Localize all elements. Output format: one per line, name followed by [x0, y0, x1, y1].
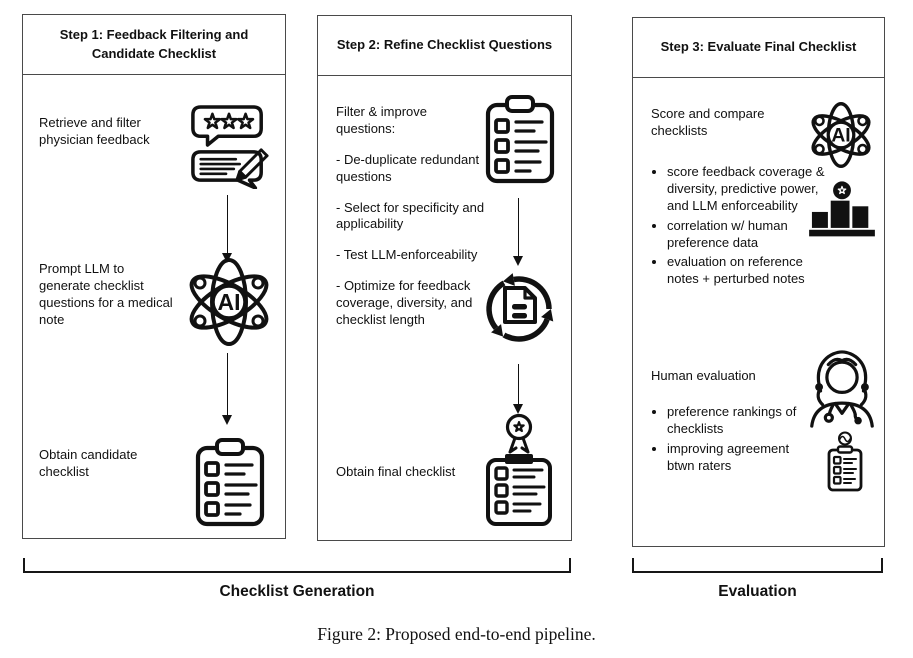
bullet-item: evaluation on reference notes + perturbe…: [667, 254, 825, 288]
score-ai-icon: AI: [809, 100, 873, 170]
step2-intro: Filter & improve questions:: [336, 104, 428, 136]
bullet-item: correlation w/ human preference data: [667, 218, 825, 252]
generation-brace: [23, 558, 571, 573]
flow-arrow: [221, 353, 232, 425]
step2-box: Step 2: Refine Checklist Questions Filte…: [317, 15, 572, 541]
step1-item2-text: Prompt LLM to generate checklist questio…: [39, 261, 173, 327]
step3-human-bullets: preference rankings of checklists improv…: [651, 404, 817, 478]
ai-llm-icon: AI: [186, 255, 272, 349]
bullet-item: score feedback coverage & diversity, pre…: [667, 164, 825, 215]
flow-arrow: [512, 364, 523, 414]
step2-bullet: - Select for specificity and applicabili…: [336, 199, 485, 232]
physician-feedback-icon: [189, 103, 269, 189]
step3-auto-heading: Score and compare checklists: [651, 106, 765, 138]
final-checklist-award-icon: [480, 410, 558, 530]
flow-arrow: [221, 195, 232, 263]
physician-icon: [803, 348, 881, 428]
bullet-item: preference rankings of checklists: [667, 404, 817, 438]
evaluation-brace: [632, 558, 883, 573]
step2-title: Step 2: Refine Checklist Questions: [318, 16, 571, 76]
step2-bullet: - Test LLM-enforceability: [336, 247, 478, 263]
step2-outcome-text: Obtain final checklist: [336, 464, 456, 479]
candidate-checklist-icon: [193, 435, 267, 527]
questions-checklist-icon: [483, 92, 557, 184]
svg-text:AI: AI: [218, 289, 241, 315]
ranking-bars-icon: [809, 180, 875, 242]
flow-arrow: [512, 198, 523, 266]
evaluation-group-label: Evaluation: [718, 583, 797, 600]
svg-text:AI: AI: [831, 125, 850, 147]
bullet-item: improving agreement btwn raters: [667, 441, 817, 475]
step1-title: Step 1: Feedback Filtering and Candidate…: [23, 15, 285, 75]
figure-caption: Figure 2: Proposed end-to-end pipeline.: [317, 624, 596, 644]
step3-auto-bullets: score feedback coverage & diversity, pre…: [651, 164, 825, 291]
rater-checklist-icon: [823, 430, 867, 494]
step1-box: Step 1: Feedback Filtering and Candidate…: [22, 14, 286, 539]
step1-item3-text: Obtain candidate checklist: [39, 447, 138, 479]
generation-group-label: Checklist Generation: [219, 583, 375, 600]
step2-text-block: Filter & improve questions: - De-duplica…: [336, 104, 488, 329]
step3-title: Step 3: Evaluate Final Checklist: [633, 18, 884, 78]
step3-human-heading: Human evaluation: [651, 368, 756, 383]
step2-bullet: - Optimize for feedback coverage, divers…: [336, 278, 473, 328]
step2-bullet: - De-duplicate redundant questions: [336, 151, 480, 184]
iterate-refine-icon: [474, 262, 564, 356]
step3-box: Step 3: Evaluate Final Checklist Score a…: [632, 17, 885, 547]
step1-item1-text: Retrieve and filter physician feedback: [39, 115, 150, 147]
